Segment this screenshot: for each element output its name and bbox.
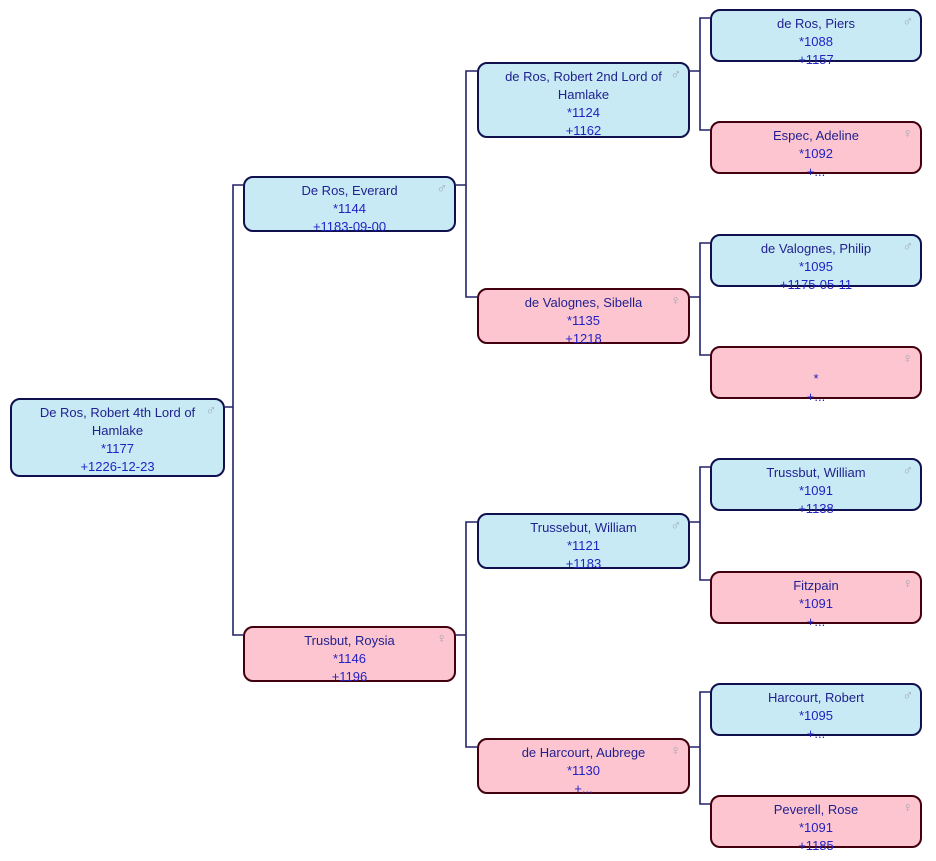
person-name: Espec, Adeline	[772, 128, 859, 143]
person-death: +1175-05-11	[779, 277, 853, 292]
female-symbol-icon: ♀	[670, 742, 682, 758]
person-death: +...	[806, 389, 826, 404]
person-death: +...	[574, 781, 593, 796]
person-death: +1185	[798, 838, 834, 853]
person-birth: *1088	[799, 34, 833, 49]
female-symbol-icon: ♀	[670, 292, 682, 308]
person-death: +1218	[565, 331, 602, 346]
person-birth: *1091	[799, 483, 833, 498]
male-symbol-icon: ♂	[902, 462, 914, 478]
person-box-father[interactable]: ♂ De Ros, Everard *1144 +1183-09-00	[243, 176, 456, 234]
person-box-great-grandmother-4[interactable]: ♀ Peverell, Rose *1091 +1185	[710, 795, 922, 853]
female-symbol-icon: ♀	[902, 799, 914, 815]
person-birth: *1121	[566, 538, 600, 553]
person-death: +1157	[798, 52, 834, 67]
male-symbol-icon: ♂	[902, 687, 914, 703]
person-birth: *1144	[332, 201, 366, 216]
person-death: +1196	[331, 669, 368, 684]
male-symbol-icon: ♂	[436, 180, 448, 196]
male-symbol-icon: ♂	[902, 238, 914, 254]
person-box-great-grandmother-1[interactable]: ♀ Espec, Adeline *1092 +...	[710, 121, 922, 179]
male-symbol-icon: ♂	[902, 13, 914, 29]
person-box-great-grandfather-4[interactable]: ♂ Harcourt, Robert *1095 +...	[710, 683, 922, 741]
person-box-great-grandfather-3[interactable]: ♂ Trussbut, William *1091 +1138	[710, 458, 922, 516]
person-name: Trusbut, Roysia	[304, 633, 395, 648]
person-name: de Harcourt, Aubrege	[521, 745, 646, 760]
person-box-great-grandmother-3[interactable]: ♀ Fitzpain *1091 +...	[710, 571, 922, 629]
person-name: Harcourt, Robert	[767, 690, 865, 705]
person-birth: *1177	[100, 441, 134, 456]
person-death: +1226-12-23	[80, 459, 155, 474]
person-box-paternal-grandmother[interactable]: ♀ de Valognes, Sibella *1135 +1218	[477, 288, 690, 346]
person-name: De Ros, Everard	[301, 183, 398, 198]
person-birth: *1095	[799, 259, 833, 274]
person-name: Peverell, Rose	[773, 802, 859, 817]
person-death: +1183-09-00	[312, 219, 387, 234]
person-name: De Ros, Robert 4th Lord of Hamlake	[39, 405, 196, 438]
person-death: +1138	[798, 501, 834, 516]
person-birth: *1095	[799, 708, 833, 723]
female-symbol-icon: ♀	[902, 350, 914, 366]
person-name: de Ros, Robert 2nd Lord of Hamlake	[505, 69, 662, 102]
person-birth: *1124	[566, 105, 600, 120]
person-birth: *1091	[799, 820, 833, 835]
person-birth: *1130	[566, 763, 600, 778]
person-birth: *1135	[566, 313, 600, 328]
person-name: de Valognes, Philip	[760, 241, 872, 256]
person-box-great-grandfather-1[interactable]: ♂ de Ros, Piers *1088 +1157	[710, 9, 922, 67]
person-box-root[interactable]: ♂ De Ros, Robert 4th Lord of Hamlake *11…	[10, 398, 225, 477]
person-death: +1183	[565, 556, 602, 571]
person-death: +...	[806, 726, 826, 741]
person-name: de Valognes, Sibella	[524, 295, 643, 310]
male-symbol-icon: ♂	[205, 402, 217, 418]
female-symbol-icon: ♀	[436, 630, 448, 646]
male-symbol-icon: ♂	[670, 517, 682, 533]
person-name: de Ros, Piers	[776, 16, 856, 31]
person-birth: *1092	[799, 146, 833, 161]
person-box-maternal-grandfather[interactable]: ♂ Trussebut, William *1121 +1183	[477, 513, 690, 571]
person-name: Fitzpain	[793, 578, 839, 593]
person-birth: *1091	[799, 596, 833, 611]
person-box-great-grandfather-2[interactable]: ♂ de Valognes, Philip *1095 +1175-05-11	[710, 234, 922, 292]
person-death: +...	[806, 614, 826, 629]
person-name: Trussebut, William	[530, 520, 637, 535]
person-birth: *1146	[332, 651, 366, 666]
person-box-great-grandmother-2[interactable]: ♀ * +...	[710, 346, 922, 404]
person-death: +1162	[565, 123, 602, 138]
person-box-maternal-grandmother[interactable]: ♀ de Harcourt, Aubrege *1130 +...	[477, 738, 690, 796]
person-name: Trussbut, William	[766, 465, 866, 480]
person-death: +...	[806, 164, 826, 179]
male-symbol-icon: ♂	[670, 66, 682, 82]
person-birth: *	[813, 371, 819, 386]
person-box-paternal-grandfather[interactable]: ♂ de Ros, Robert 2nd Lord of Hamlake *11…	[477, 62, 690, 138]
female-symbol-icon: ♀	[902, 125, 914, 141]
person-box-mother[interactable]: ♀ Trusbut, Roysia *1146 +1196	[243, 626, 456, 684]
person-name	[712, 352, 920, 370]
female-symbol-icon: ♀	[902, 575, 914, 591]
